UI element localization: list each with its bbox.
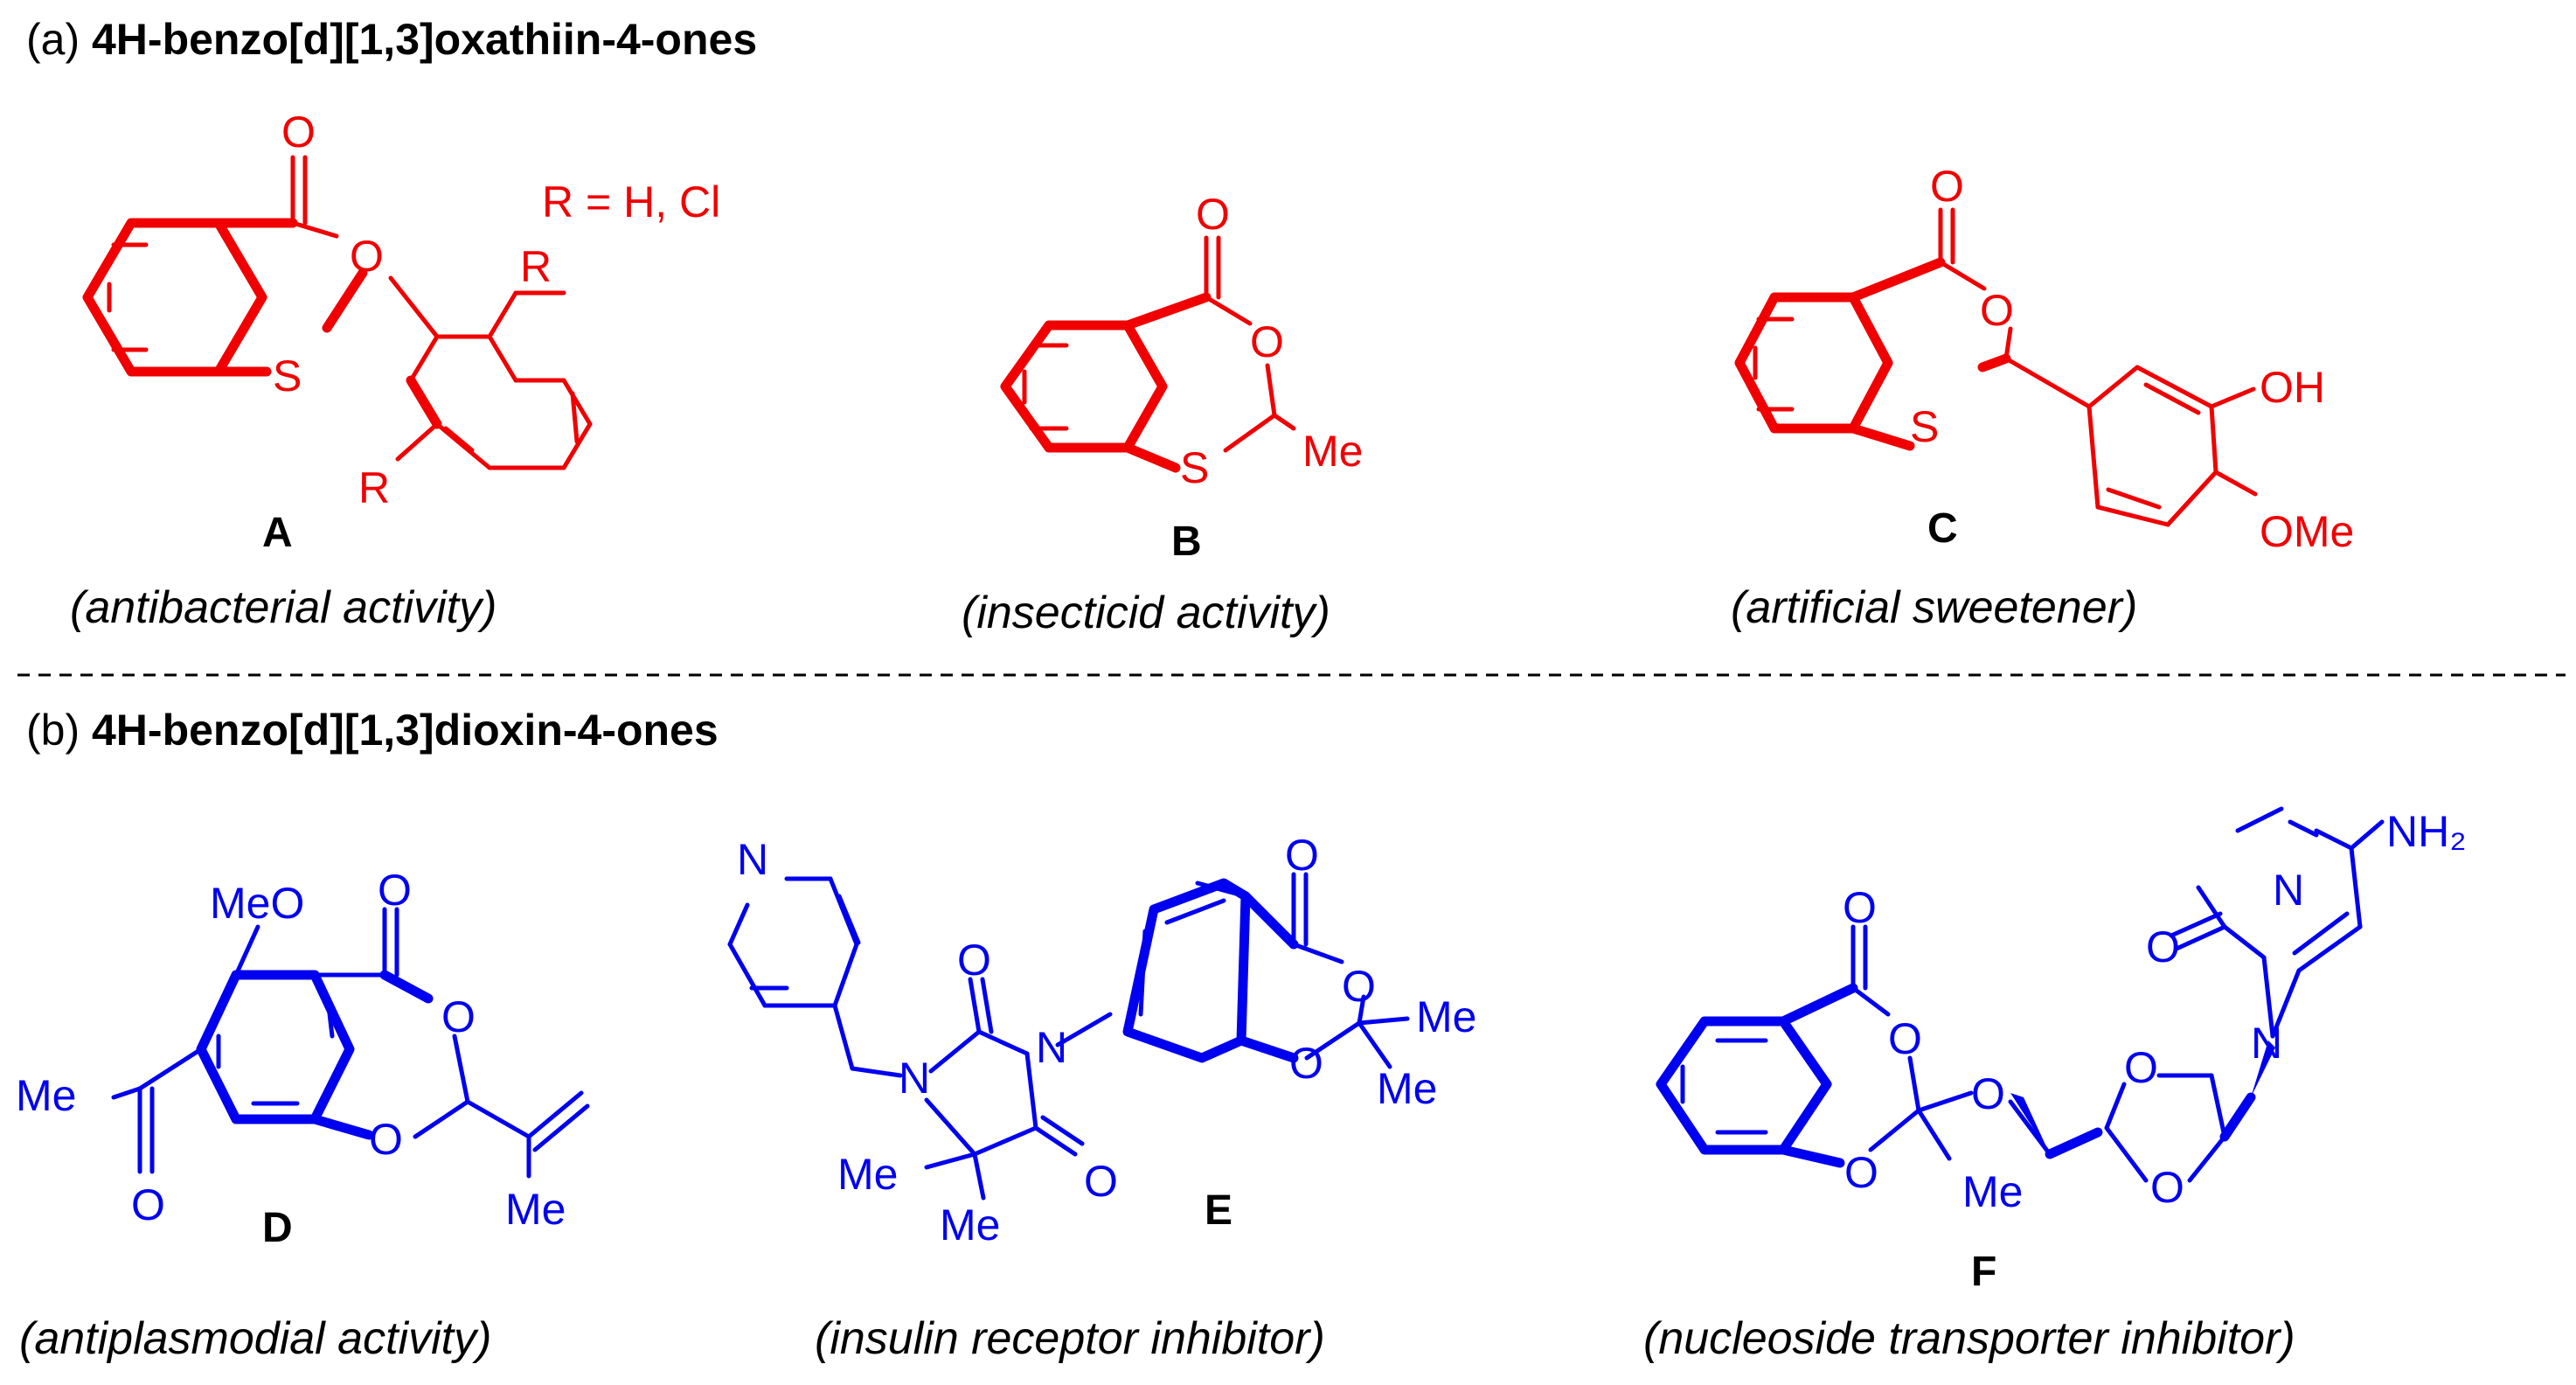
structure-b-atoms: O O S Me — [1180, 190, 1363, 492]
atom-label: O — [1980, 286, 2014, 335]
structure-a-atoms: O O S R R R = H, Cl — [273, 108, 720, 512]
activity-a: (antibacterial activity) — [70, 582, 496, 633]
structure-f — [1656, 806, 2385, 1183]
atom-label: O — [1930, 162, 1964, 211]
section-b-prefix: (b) — [26, 706, 92, 755]
atom-label: O — [1844, 1148, 1878, 1197]
compound-label-e: E — [1205, 1187, 1232, 1234]
atom-label: Me — [837, 1150, 898, 1199]
activity-f: (nucleoside transporter inhibitor) — [1643, 1313, 2295, 1364]
compound-label-c: C — [1927, 505, 1958, 552]
atom-label: O — [1196, 190, 1230, 239]
atom-label: O — [957, 936, 991, 985]
activity-e: (insulin receptor inhibitor) — [815, 1313, 1325, 1364]
atom-label: O — [378, 866, 412, 915]
atom-label: N — [1036, 1023, 1067, 1072]
atom-label: S — [273, 351, 302, 400]
compound-label-d: D — [262, 1205, 293, 1251]
atom-label: N — [2273, 866, 2304, 915]
atom-label: O — [2150, 1163, 2184, 1212]
structure-c-atoms: O O S OH OMe — [1910, 162, 2354, 556]
atom-label: N — [899, 1054, 930, 1103]
atom-label: N — [737, 835, 768, 884]
atom-label: O — [1843, 883, 1877, 932]
atom-label: O — [131, 1180, 165, 1229]
compound-label-f: F — [1971, 1249, 1996, 1295]
structure-e — [727, 872, 1410, 1201]
structure-c — [1734, 207, 2258, 527]
atom-label: S — [1180, 443, 1209, 492]
atom-label: NH₂ — [2386, 807, 2467, 856]
atom-label: O — [1971, 1069, 2005, 1118]
section-a-header: (a) 4H-benzo[d][1,3]oxathiin-4-ones — [26, 15, 757, 64]
atom-label: O — [1285, 831, 1319, 880]
atom-label: Me — [940, 1201, 1000, 1249]
compound-label-a: A — [262, 510, 293, 556]
atom-label: O — [441, 992, 476, 1041]
atom-label: O — [369, 1115, 403, 1164]
atom-label: OMe — [2260, 507, 2354, 556]
atom-label: R — [520, 242, 552, 291]
activity-c: (artificial sweetener) — [1731, 582, 2137, 633]
atom-label: O — [2124, 1043, 2158, 1092]
atom-label: O — [1888, 1014, 1922, 1063]
atom-label: O — [1342, 962, 1376, 1011]
atom-label: Me — [1416, 992, 1476, 1041]
section-a-title: 4H-benzo[d][1,3]oxathiin-4-ones — [92, 15, 757, 64]
structure-a — [82, 155, 593, 470]
activity-b: (insecticid activity) — [962, 588, 1330, 638]
atom-label: Me — [16, 1071, 76, 1120]
atom-label: O — [281, 108, 316, 157]
atom-label: O — [350, 232, 384, 281]
section-a-prefix: (a) — [26, 15, 92, 64]
atom-label: Me — [1377, 1064, 1437, 1113]
atom-label: R — [358, 463, 390, 512]
svg-text:(b) 4H-benzo[d][1,3]dioxin-4-o: (b) 4H-benzo[d][1,3]dioxin-4-ones — [26, 706, 719, 755]
structure-e-atoms: N N N O O O O O Me Me Me Me — [737, 831, 1476, 1249]
compound-label-b: B — [1171, 519, 1202, 565]
activity-d: (antiplasmodial activity) — [19, 1313, 491, 1364]
atom-label: Me — [1962, 1167, 2023, 1216]
atom-label: MeO — [210, 879, 304, 928]
section-b-title: 4H-benzo[d][1,3]dioxin-4-ones — [92, 706, 719, 755]
svg-text:(a) 4H-benzo[d][1,3]oxathiin-4: (a) 4H-benzo[d][1,3]oxathiin-4-ones — [26, 15, 757, 64]
atom-label: OH — [2260, 363, 2325, 412]
structure-d — [111, 907, 590, 1179]
atom-label: Me — [505, 1185, 566, 1234]
atom-label: S — [1910, 402, 1939, 451]
atom-label: Me — [1302, 427, 1363, 476]
atom-label: O — [1289, 1039, 1323, 1088]
atom-label: O — [2146, 922, 2180, 971]
structure-b — [1000, 235, 1296, 473]
section-b-header: (b) 4H-benzo[d][1,3]dioxin-4-ones — [26, 706, 719, 755]
atom-label: N — [2251, 1019, 2282, 1068]
atom-label: O — [1250, 317, 1284, 366]
atom-label: O — [1084, 1157, 1118, 1206]
r-group-note: R = H, Cl — [542, 177, 720, 226]
structure-f-atoms: O O O O Me O O N N O NH₂ — [1843, 807, 2467, 1216]
structure-d-atoms: MeO O O O Me O Me — [16, 866, 566, 1234]
